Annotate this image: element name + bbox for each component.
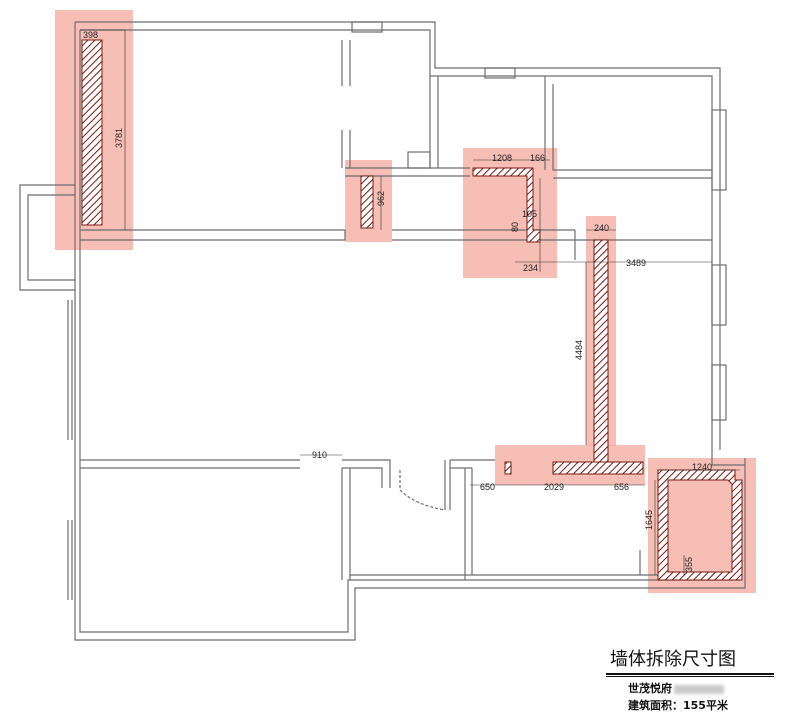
dim-398: 398	[83, 30, 98, 40]
drawing-title: 墙体拆除尺寸图	[610, 649, 736, 670]
door-swing	[399, 470, 446, 511]
wall-bottom-small	[504, 461, 512, 475]
dim-234: 234	[523, 263, 538, 273]
dim-355: 355	[684, 557, 694, 572]
wall-small	[360, 175, 374, 229]
area-row: 建筑面积：155平米	[606, 697, 776, 714]
dim-1240: 1240	[692, 462, 712, 472]
dim-80: 80	[510, 222, 520, 232]
title-underline	[606, 673, 774, 675]
project-row: 世茂悦府	[606, 680, 776, 697]
dim-105: 105	[522, 209, 537, 219]
dim-4484: 4484	[574, 340, 584, 360]
dimension-lines	[80, 29, 740, 575]
wall-vertical	[593, 239, 609, 463]
project-name: 世茂悦府	[628, 682, 672, 695]
wall-bottom-long	[552, 461, 644, 475]
demolition-walls	[81, 39, 743, 581]
title-underline-thin	[606, 676, 774, 677]
dimension-labels: 398 3781 962 1208 166 105 80 234 240 348…	[83, 30, 712, 572]
dim-3781: 3781	[114, 128, 124, 148]
title-block: 墙体拆除尺寸图 世茂悦府 建筑面积：155平米	[606, 645, 776, 714]
dim-910: 910	[312, 450, 327, 460]
dim-240: 240	[594, 223, 609, 233]
dim-650: 650	[480, 482, 495, 492]
dim-2029: 2029	[544, 482, 564, 492]
dim-1645: 1645	[644, 510, 654, 530]
dim-656: 656	[614, 482, 629, 492]
dim-3489: 3489	[626, 258, 646, 268]
dim-1208: 1208	[492, 153, 512, 163]
demolition-highlights	[55, 10, 756, 593]
area-label: 建筑面积：155平米	[628, 699, 728, 712]
dim-166: 166	[530, 153, 545, 163]
dim-962: 962	[376, 191, 386, 206]
wall-left-long	[81, 39, 103, 226]
redacted-text	[674, 684, 724, 694]
